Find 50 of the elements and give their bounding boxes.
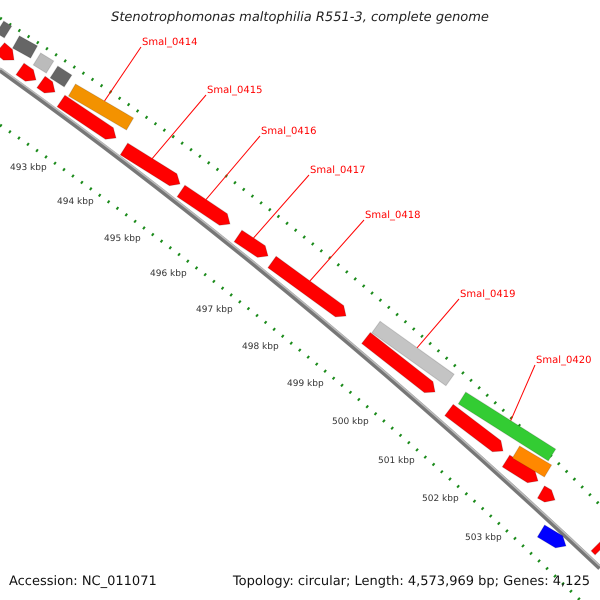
- gene-label: Smal_0420: [536, 356, 592, 366]
- position-label: 493 kbp: [10, 164, 47, 173]
- position-label: 494 kbp: [57, 198, 94, 207]
- gene-block: [267, 256, 347, 318]
- gene-block: [536, 524, 567, 548]
- gene-block: [176, 184, 231, 226]
- position-label: 503 kbp: [465, 534, 502, 543]
- gene-block: [50, 65, 72, 88]
- leader-line: [309, 220, 364, 282]
- leader-line: [206, 136, 260, 200]
- leader-line: [104, 46, 142, 102]
- gene-block: [68, 83, 134, 131]
- gene-block: [371, 320, 455, 386]
- gene-block: [536, 485, 556, 503]
- gene-block: [590, 540, 600, 556]
- gene-block: [444, 404, 504, 452]
- gene-block: [0, 42, 15, 61]
- gene-block: [12, 35, 38, 59]
- position-label: 496 kbp: [150, 270, 187, 279]
- position-label: 502 kbp: [422, 495, 459, 504]
- gene-label: Smal_0419: [460, 290, 516, 300]
- position-label: 498 kbp: [242, 343, 279, 352]
- position-label: 499 kbp: [287, 380, 324, 389]
- gene-label: Smal_0415: [207, 86, 262, 96]
- gene-block: [36, 76, 56, 94]
- gene-block: [0, 20, 12, 39]
- gene-label: Smal_0414: [142, 38, 198, 48]
- gene-block: [15, 62, 37, 82]
- gene-block: [458, 391, 556, 462]
- leader-line: [416, 298, 460, 348]
- gene-label: Smal_0418: [365, 211, 420, 221]
- position-label: 500 kbp: [332, 418, 369, 427]
- title: Stenotrophomonas maltophilia R551-3, complete genome: [110, 11, 490, 24]
- footer-text: Topology: circular; Length: 4,573,969 bp; Genes: 4,125: [232, 575, 590, 588]
- leader-line: [510, 364, 536, 422]
- footer-text: Accession: NC_011071: [9, 575, 157, 588]
- gene-block: [120, 142, 181, 186]
- gene-label: Smal_0417: [310, 166, 366, 176]
- gene-label: Smal_0416: [261, 127, 316, 137]
- gene-block: [502, 454, 539, 484]
- gene-block: [361, 332, 436, 394]
- leader-line: [253, 174, 310, 238]
- gene-block: [32, 52, 54, 74]
- position-label: 495 kbp: [104, 235, 141, 244]
- gene-block: [56, 94, 117, 140]
- position-label: 497 kbp: [196, 306, 233, 315]
- gene-block: [512, 445, 552, 478]
- gene-block: [233, 230, 269, 258]
- position-label: 501 kbp: [378, 457, 415, 466]
- leader-line: [152, 94, 206, 159]
